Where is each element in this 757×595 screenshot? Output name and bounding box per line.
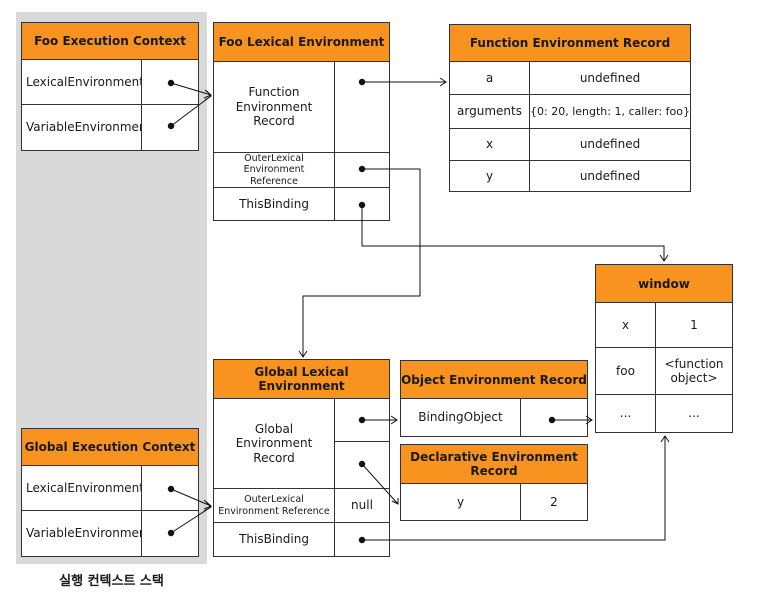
- oer-binding-label: BindingObject: [400, 398, 521, 437]
- foo-le-record-ref: [334, 61, 390, 153]
- der-value: 2: [520, 483, 588, 521]
- ref-dot: [167, 529, 175, 537]
- arrowhead: [391, 498, 399, 505]
- der-key: y: [400, 483, 521, 521]
- ref-dot: [358, 460, 366, 468]
- fer-row-value: undefined: [529, 160, 691, 192]
- fer-row-value: {0: 20, length: 1, caller: foo}: [529, 94, 691, 129]
- function-environment-record-title: Function Environment Record: [449, 24, 691, 62]
- arrow-foo-variable: [170, 95, 212, 127]
- foo-lexical-environment-title: Foo Lexical Environment: [213, 22, 390, 62]
- window-row-value: 1: [655, 302, 733, 348]
- fer-row-key: x: [449, 128, 530, 161]
- window-row-value: <function object>: [655, 347, 733, 395]
- ref-dot: [167, 122, 175, 130]
- ref-dot: [358, 201, 366, 209]
- arrowhead: [203, 501, 212, 512]
- ref-dot: [358, 416, 366, 424]
- ref-dot: [548, 416, 556, 424]
- arrowhead: [585, 415, 593, 425]
- foo-ec-lexical-label: LexicalEnvironment: [21, 59, 144, 105]
- foo-le-outer-label: OuterLexical Environment Reference: [213, 152, 335, 188]
- foo-le-record-label: Function Environment Record: [213, 61, 335, 153]
- foo-le-this-label: ThisBinding: [213, 187, 335, 221]
- arrowhead: [659, 254, 669, 262]
- oer-binding-ref: [520, 398, 588, 437]
- global-ec-variable-ref: [141, 510, 199, 557]
- window-row-value: ...: [655, 394, 733, 433]
- ref-dot: [358, 78, 366, 86]
- arrow-foo-this: [361, 205, 665, 261]
- arrow-foo-outer: [302, 168, 421, 357]
- arrowhead: [660, 435, 670, 443]
- arrow-global-lexical: [170, 488, 212, 507]
- arrowhead: [390, 415, 398, 425]
- ref-dot: [167, 485, 175, 493]
- object-environment-record-title: Object Environment Record: [400, 360, 588, 399]
- ref-dot: [167, 79, 175, 87]
- global-le-this-label: ThisBinding: [213, 522, 335, 557]
- fer-row-key: arguments: [449, 94, 530, 129]
- window-row-key: foo: [595, 347, 656, 395]
- global-ec-variable-label: VariableEnvironment: [21, 510, 151, 557]
- fer-row-key: a: [449, 61, 530, 95]
- arrow-global-this: [362, 436, 666, 541]
- arrowhead: [439, 77, 447, 87]
- arrowhead: [298, 350, 308, 358]
- stack-caption: 실행 컨텍스트 스택: [59, 574, 164, 589]
- arrowhead: [204, 90, 212, 101]
- ref-dot: [358, 165, 366, 173]
- arrow-global-record-declarative: [361, 463, 399, 505]
- ref-dot: [358, 536, 366, 544]
- arrow-foo-lexical: [170, 82, 212, 96]
- global-execution-context-title: Global Execution Context: [21, 428, 199, 466]
